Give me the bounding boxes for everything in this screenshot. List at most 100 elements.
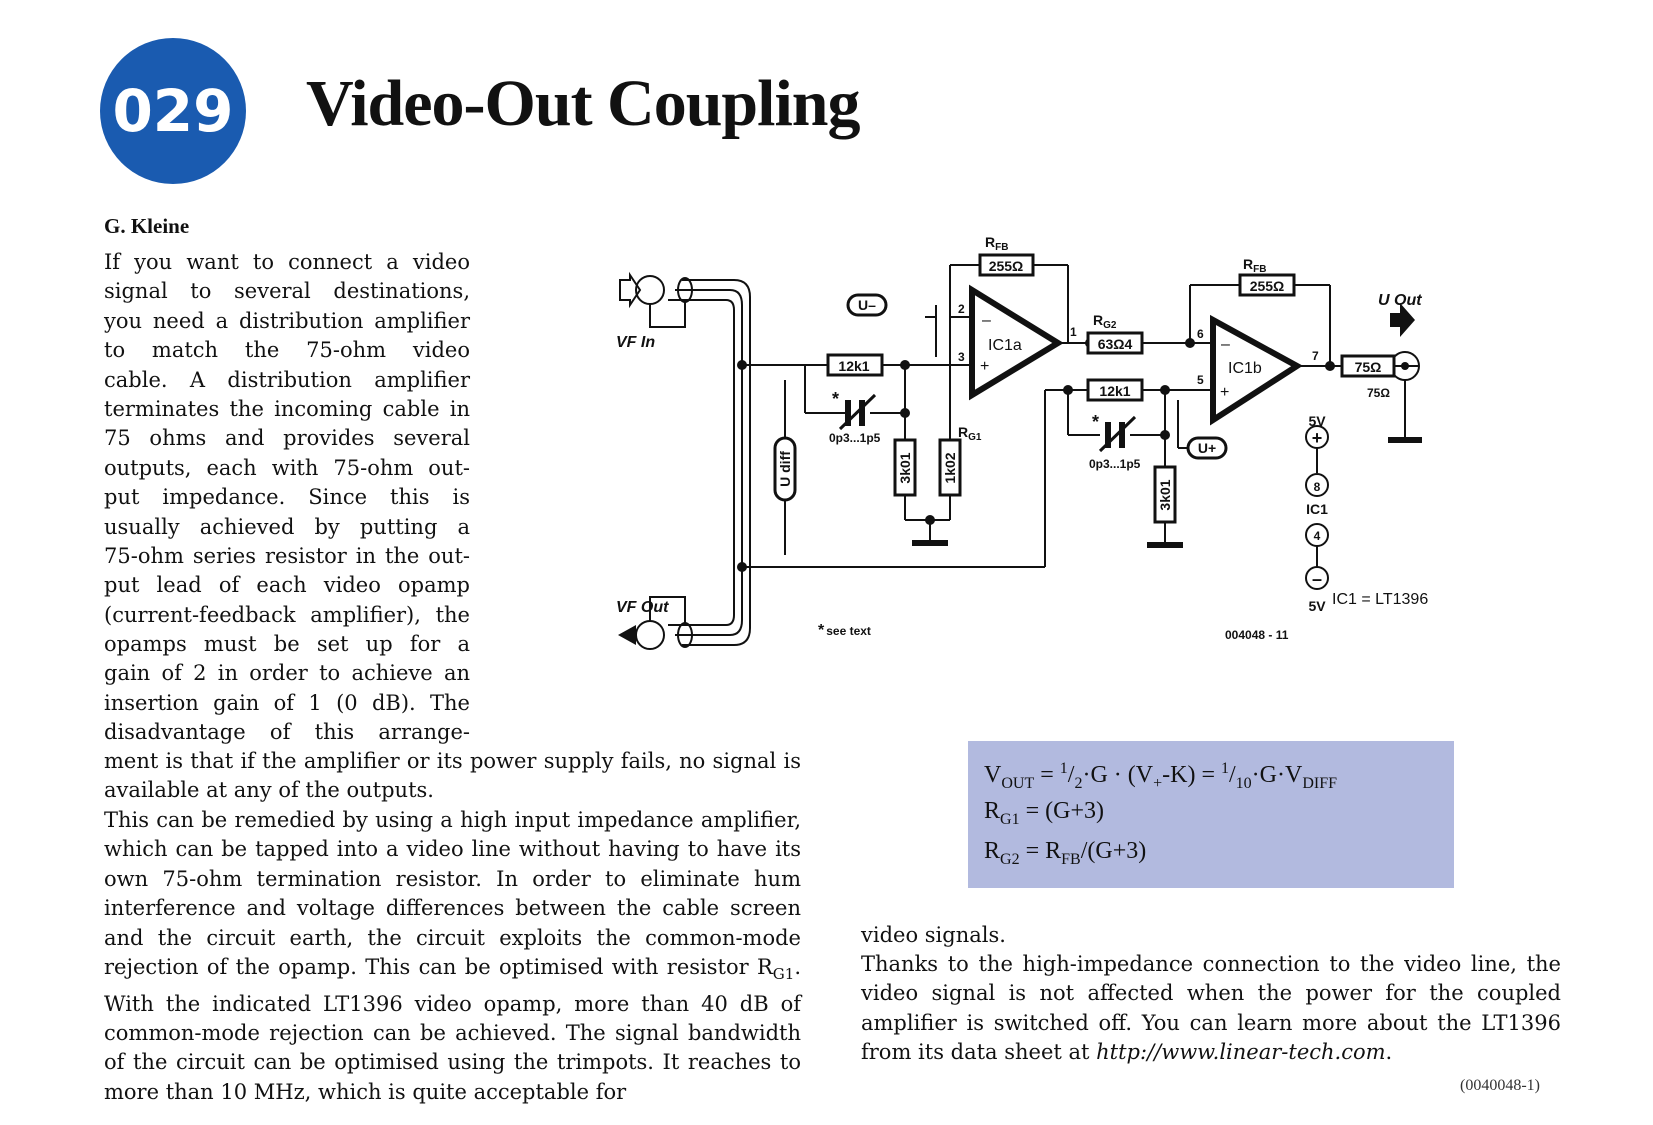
label-3k01-a: 3k01: [897, 452, 913, 483]
label-5v-pos: 5V: [1308, 413, 1326, 429]
label-12k1-b: 12k1: [1099, 383, 1130, 399]
article-number-badge: 029: [100, 38, 246, 184]
formula-rg1: RG1 = (G+3): [984, 798, 1104, 829]
resistor-3k01-a: [893, 438, 917, 497]
intro-line: opamps must be set up for a: [104, 632, 470, 657]
label-cap-2: 0p3...1p5: [1089, 457, 1141, 471]
f2-rest: = (G+3): [1019, 798, 1104, 824]
right-column-line-1: video signals.: [861, 923, 1006, 947]
f1-v: V: [984, 762, 1002, 788]
u-diff-probe: [773, 436, 797, 502]
label-rg2: RG2: [1093, 312, 1117, 331]
f3-r: R: [984, 838, 1001, 864]
resistor-12k1-a: [826, 353, 884, 377]
label-vf-out: VF Out: [616, 599, 669, 616]
pin-3: 3: [958, 350, 965, 364]
formula-box: [968, 741, 1454, 888]
label-5v-neg: 5V: [1308, 598, 1326, 614]
pin-5: 5: [1197, 373, 1204, 387]
f1-eq: =: [1034, 762, 1060, 788]
intro-line: signal to several destinations,: [104, 279, 470, 304]
label-u-plus: U+: [1198, 440, 1216, 456]
ic1a-minus: –: [982, 312, 991, 329]
intro-line: gain of 2 in order to achieve an: [104, 661, 470, 686]
f3-rfb: = R: [1019, 838, 1062, 864]
label-u-minus: U–: [858, 297, 876, 313]
junction-dots: [737, 338, 1409, 572]
label-255-a: 255Ω: [989, 258, 1024, 274]
figure-id: 004048 - 11: [1225, 628, 1289, 642]
reference-code: (0040048-1): [1460, 1077, 1540, 1094]
u-plus-terminal: [1186, 436, 1228, 460]
resistor-63-4: [1086, 331, 1144, 355]
intro-line: put lead of each video opamp: [104, 573, 470, 598]
u-minus-terminal: [846, 293, 888, 317]
f1-v-sub: OUT: [1001, 774, 1035, 792]
pin-6: 6: [1197, 327, 1204, 341]
resistor-255-b: [1238, 273, 1296, 297]
star-2: *: [1092, 412, 1099, 432]
f1-den2: 10: [1235, 774, 1252, 792]
intro-line: put impedance. Since this is: [104, 485, 470, 510]
intro-line: insertion gain of 1 (0 dB). The: [104, 690, 470, 715]
formula-vout: VOUT = 1/2·G · (V+-K) = 1/10·G·VDIFF: [984, 760, 1337, 792]
intro-line: (current-feedback amplifier), the: [104, 602, 470, 627]
intro-line: If you want to connect a video: [104, 250, 470, 274]
ic1b-plus: +: [1220, 384, 1229, 401]
supply-minus-icon: –: [1312, 569, 1322, 589]
output-arrow-icon: [1390, 303, 1415, 337]
paragraph-3-text: Thanks to the high-impedance connection …: [861, 952, 1561, 1065]
see-text-note: *see text: [818, 622, 871, 639]
label-255-b: 255Ω: [1250, 278, 1285, 294]
supply-plus-icon: +: [1312, 428, 1323, 448]
f1-e-sub: DIFF: [1302, 774, 1337, 792]
ic-note: IC1 = LT1396: [1332, 591, 1428, 608]
circuit-schematic: 12k1 255Ω 63Ω4 255Ω 12k1 75Ω 75Ω 3k01 1k…: [616, 234, 1428, 650]
intro-line: outputs, each with 75-ohm out-: [104, 455, 470, 480]
intro-line: disadvantage of this arrange-: [104, 720, 470, 745]
resistor-12k1-b: [1086, 378, 1144, 402]
label-u-diff: U diff: [777, 451, 793, 487]
label-63-4: 63Ω4: [1098, 336, 1133, 352]
intro-line: to match the 75-ohm video: [104, 338, 470, 363]
article-number: 029: [112, 77, 234, 145]
article-title: Video-Out Coupling: [306, 67, 861, 140]
label-1k02: 1k02: [942, 452, 958, 483]
f3-r-sub: G2: [1000, 850, 1020, 868]
f1-c: ·G · (V: [1082, 762, 1154, 788]
paragraph-3-end: .: [1385, 1040, 1393, 1065]
label-rfb-a: RFB: [985, 234, 1008, 253]
intro-line: terminates the incoming cable in: [104, 396, 470, 421]
resistor-255-a: [978, 253, 1035, 277]
label-ic1: IC1: [1306, 501, 1328, 517]
resistor-3k01-b: [1153, 465, 1177, 524]
label-cap-1: 0p3...1p5: [829, 431, 881, 445]
intro-column: If you want to connect a video signal to …: [104, 248, 470, 748]
pin-7: 7: [1312, 349, 1319, 363]
label-rfb-b: RFB: [1243, 256, 1266, 275]
datasheet-link[interactable]: http://www.linear-tech.com: [1096, 1040, 1386, 1065]
label-ic1b: IC1b: [1228, 360, 1262, 377]
label-75-series: 75Ω: [1355, 359, 1382, 375]
intro-line: usually achieved by putting a: [104, 514, 470, 539]
label-u-out: U Out: [1378, 292, 1422, 309]
label-12k1-a: 12k1: [838, 358, 869, 374]
label-75-load: 75Ω: [1367, 386, 1390, 400]
paragraph-2-subscript: G1: [772, 965, 795, 984]
f1-num1: 1: [1059, 760, 1068, 777]
label-vf-in: VF In: [616, 334, 655, 351]
f1-den1: 2: [1074, 774, 1083, 792]
paragraph-3: Thanks to the high-impedance connection …: [861, 950, 1561, 1068]
formula-rg2: RG2 = RFB/(G+3): [984, 838, 1146, 869]
resistor-1k02: [938, 438, 962, 497]
ic1a-plus: +: [980, 358, 989, 375]
label-3k01-b: 3k01: [1157, 479, 1173, 510]
label-rg1: RG1: [958, 424, 982, 443]
author: G. Kleine: [104, 214, 190, 238]
resistor-75: [1340, 354, 1396, 378]
paragraph-2-text-b: . With the indicated LT1396 video opamp,…: [104, 955, 801, 1104]
pin-8: 8: [1314, 480, 1321, 494]
f3-rest: /(G+3): [1080, 838, 1147, 864]
intro-line: 75 ohms and provides several: [104, 426, 470, 451]
star-1: *: [832, 389, 839, 409]
